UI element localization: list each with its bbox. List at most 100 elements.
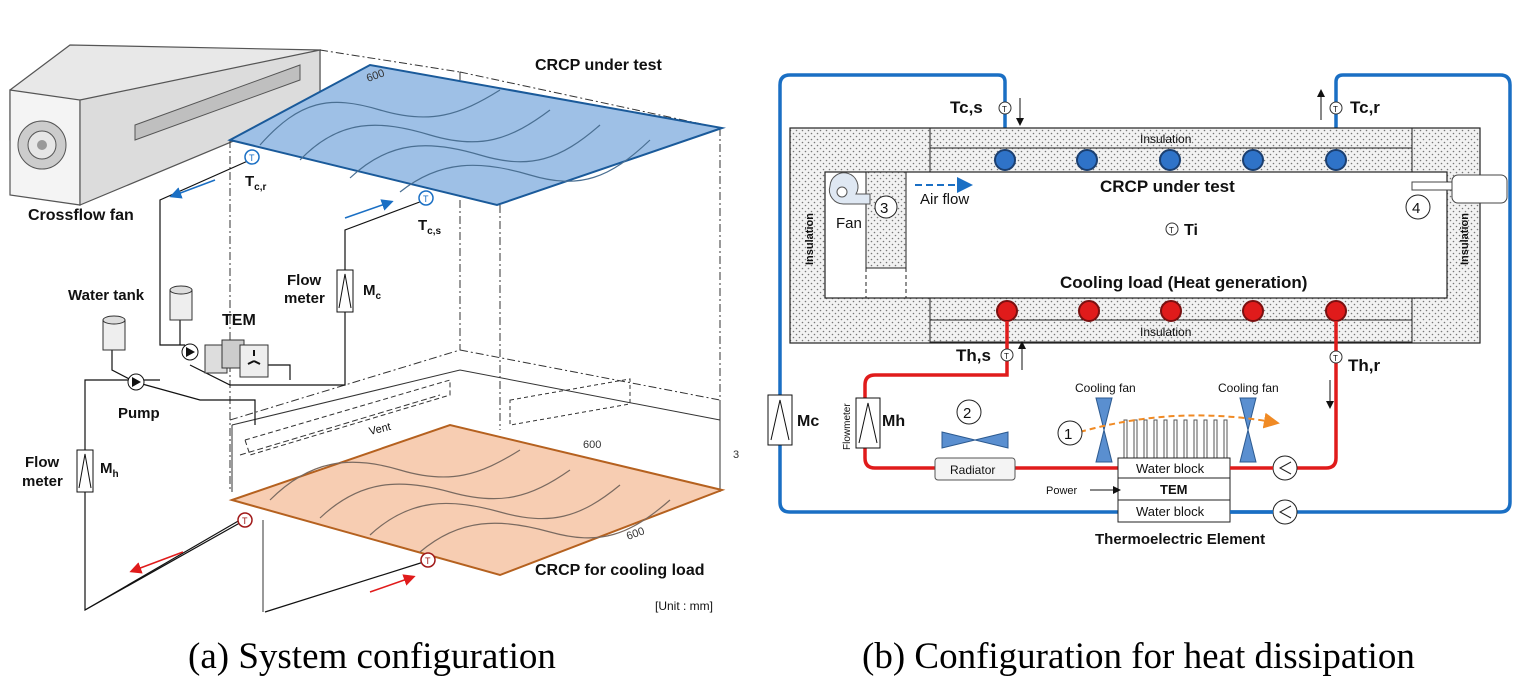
power-label: Power [1046, 485, 1078, 497]
label-4-circle: 4 [1405, 194, 1431, 220]
radiator-fan-icon [941, 431, 1009, 449]
tcr-sensor-b: T [1329, 101, 1343, 115]
water-tank-label: Water tank [68, 287, 145, 304]
flow-meter-h-label-2: meter [22, 473, 63, 490]
cold-water-loop [778, 73, 1512, 514]
mh-label-b: Mh [882, 413, 905, 430]
label-2-circle: 2 [956, 399, 982, 425]
tem-module-icon [204, 339, 269, 378]
caption-a: (a) System configuration [188, 636, 556, 677]
flow-arrow-hot-in [369, 574, 416, 593]
temp-sensor-tcr: T [244, 149, 260, 165]
temp-sensor-hot-supply: T [420, 552, 436, 568]
test-chamber [824, 171, 1448, 299]
thr-label-b: Th,r [1348, 356, 1380, 375]
cooling-load-label: Cooling load (Heat generation) [1060, 273, 1307, 292]
tcr-label-b: Tc,r [1350, 98, 1380, 117]
piping-lines [84, 159, 431, 613]
mc-label-b: Mc [797, 413, 819, 430]
svg-text:4: 4 [1412, 200, 1420, 217]
caption-b: (b) Configuration for heat dissipation [862, 636, 1415, 677]
tcs-label-b: Tc,s [950, 98, 983, 117]
tcs-sensor-b: T [998, 101, 1012, 115]
dim-600-top: 600 [365, 67, 386, 85]
mh-label: Mh [100, 460, 119, 480]
fan-label: Fan [836, 215, 862, 232]
crcp-test-label-b: CRCP under test [1100, 177, 1235, 196]
flow-meter-mc [336, 269, 354, 313]
fan-b-icon [828, 172, 871, 205]
temp-sensor-hot-return: T [237, 512, 253, 528]
hot-water-loop [863, 321, 1338, 470]
crcp-test-plate [227, 63, 726, 207]
serpentine-coil-top [259, 89, 651, 193]
frame-solid-lines [231, 369, 721, 612]
water-block-hot-label: Water block [1136, 461, 1205, 476]
crossflow-fan-label: Crossflow fan [28, 207, 134, 224]
water-tank-icon [102, 285, 193, 351]
panel-a-system-configuration: Crossflow fan Vent CRCP under test 6 [9, 44, 739, 677]
flow-meter-c-label-1: Flow [287, 272, 321, 289]
temp-sensor-tcs: T [418, 190, 434, 206]
tem-label: TEM [222, 312, 256, 329]
svg-text:T: T [242, 516, 248, 526]
svg-text:T: T [249, 153, 255, 163]
flowmeter-vertical-label: Flowmeter [842, 403, 853, 450]
insulation-top-label: Insulation [1140, 132, 1191, 146]
svg-text:1: 1 [1064, 426, 1072, 443]
crcp-test-label: CRCP under test [535, 57, 663, 74]
probe-housing [1451, 174, 1508, 204]
svg-text:T: T [1333, 354, 1338, 363]
cooling-fan-right-icon [1239, 397, 1257, 463]
fan-duct [865, 171, 907, 269]
tem-label-b: TEM [1160, 482, 1187, 497]
tcr-label: Tc,r [245, 173, 267, 193]
flow-meter-c-label-2: meter [284, 290, 325, 307]
label-3-circle: 3 [874, 195, 898, 219]
ths-label-b: Th,s [956, 346, 991, 365]
panel-b-heat-dissipation: Mc Insulation Insulation Insulation Insu… [767, 73, 1512, 677]
thr-sensor-b: T [1329, 350, 1343, 364]
flow-arrow-hot-out [129, 551, 184, 574]
serpentine-coil-bottom [269, 449, 671, 553]
flow-meter-h-label-1: Flow [25, 454, 59, 471]
crcp-load-label: CRCP for cooling load [535, 562, 704, 579]
svg-text:3: 3 [880, 200, 888, 217]
insulation-left-label: Insulation [804, 213, 816, 265]
svg-text:T: T [1333, 105, 1338, 114]
airflow-label: Air flow [920, 191, 969, 208]
pump-hot-icon [1272, 455, 1298, 481]
svg-text:T: T [425, 556, 431, 566]
pump-label: Pump [118, 405, 160, 422]
svg-text:T: T [1002, 105, 1007, 114]
radiator-label: Radiator [950, 463, 995, 477]
dim-600-bottom: 600 [625, 525, 646, 543]
tcs-label: Tc,s [418, 217, 442, 237]
pump-icon [127, 343, 199, 391]
tem-heatsink-fins [1123, 419, 1228, 459]
air-path-arrow [1079, 412, 1280, 433]
svg-text:T: T [423, 194, 429, 204]
thermoelectric-label: Thermoelectric Element [1095, 531, 1265, 548]
dim-3: 3 [733, 449, 739, 461]
flow-arrow-cold-out [169, 179, 216, 199]
pump-cold-icon [1272, 499, 1298, 525]
vent-label: Vent [368, 421, 392, 438]
ti-sensor: T [1165, 222, 1179, 236]
mc-label: Mc [363, 282, 382, 302]
crcp-load-plate [228, 423, 726, 577]
cold-pipe-nodes [994, 149, 1347, 171]
insulation-bottom-label: Insulation [1140, 325, 1191, 339]
dim-600-right: 600 [583, 439, 601, 451]
crossflow-fan-unit [9, 44, 321, 206]
ti-label: Ti [1184, 222, 1198, 239]
svg-text:T: T [1004, 352, 1009, 361]
water-block-cold-label: Water block [1136, 504, 1205, 519]
cooling-fan-left-label: Cooling fan [1075, 381, 1136, 395]
cooling-fan-left-icon [1095, 397, 1113, 463]
flow-arrow-cold-in [344, 199, 394, 219]
svg-text:T: T [1169, 226, 1174, 235]
frame-dashed-lines [229, 49, 721, 492]
radiator [934, 457, 1016, 481]
